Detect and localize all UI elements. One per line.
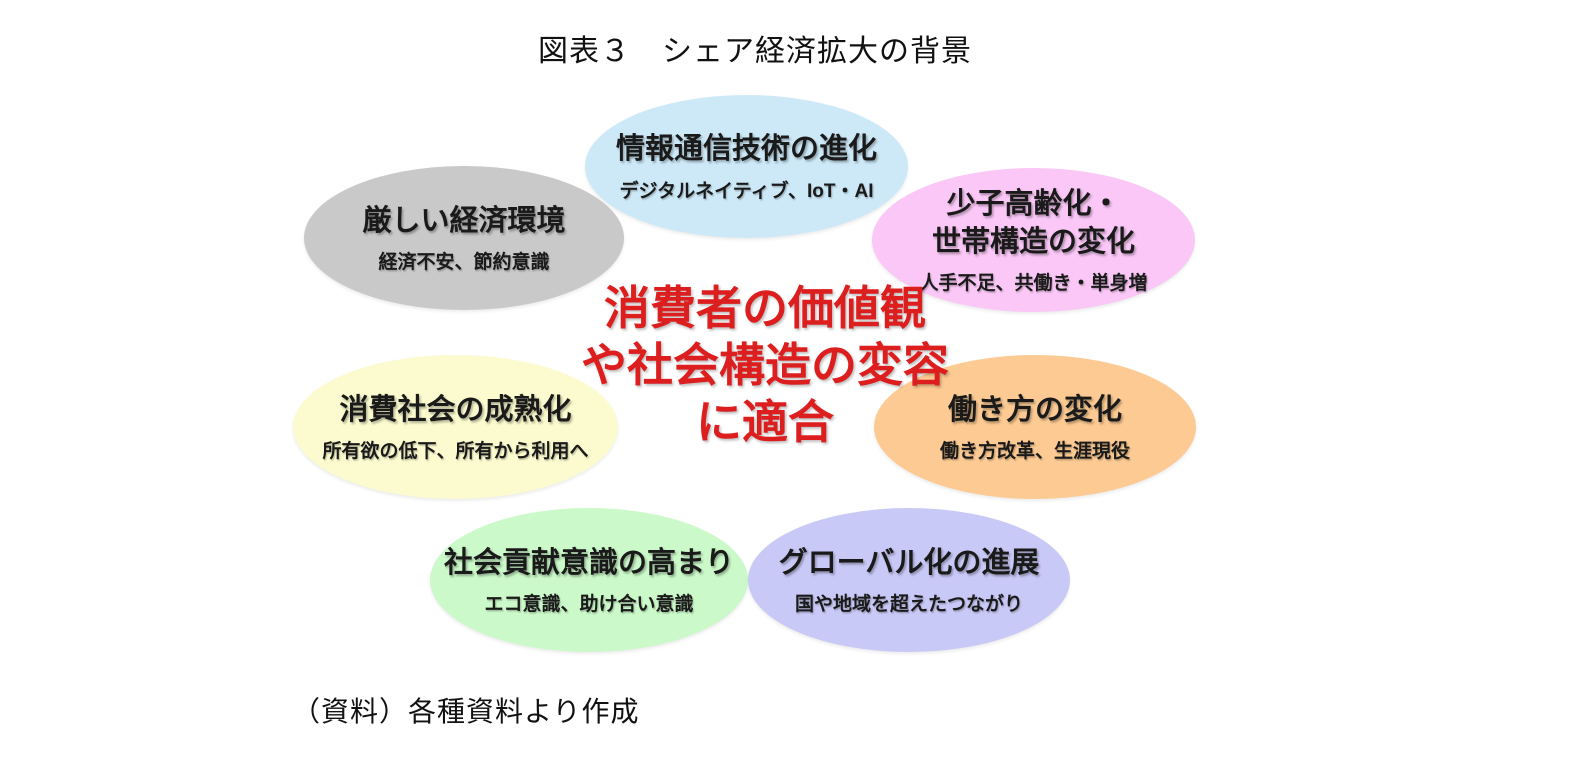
- bubble-aging-subtitle: 人手不足、共働き・単身増: [919, 273, 1148, 295]
- bubble-ict-title: 情報通信技術の進化: [615, 133, 877, 166]
- center-statement: 消費者の価値観 や社会構造の変容 に適合: [581, 282, 949, 448]
- bubble-ict-subtitle: デジタルネイティブ、IoT・AI: [619, 180, 874, 202]
- bubble-consumption-title: 消費社会の成熟化: [339, 393, 572, 426]
- bubble-workstyle: 働き方の変化 働き方改革、生涯現役: [874, 355, 1196, 499]
- source-note: （資料）各種資料より作成: [292, 697, 640, 728]
- bubble-global-subtitle: 国や地域を超えたつながり: [794, 594, 1023, 616]
- bubble-global-title: グローバル化の進展: [778, 546, 1040, 579]
- bubble-workstyle-title: 働き方の変化: [947, 393, 1122, 426]
- bubble-consumption-subtitle: 所有欲の低下、所有から利用へ: [322, 441, 589, 463]
- bubble-workstyle-subtitle: 働き方改革、生涯現役: [939, 441, 1130, 463]
- bubble-aging-title: 少子高齢化・ 世帯構造の変化: [931, 187, 1135, 258]
- figure-title: 図表３ シェア経済拡大の背景: [538, 35, 972, 68]
- bubble-aging: 少子高齢化・ 世帯構造の変化 人手不足、共働き・単身増: [872, 168, 1195, 312]
- bubble-social-subtitle: エコ意識、助け合い意識: [484, 594, 694, 616]
- bubble-economy: 厳しい経済環境 経済不安、節約意識: [304, 166, 624, 310]
- bubble-global: グローバル化の進展 国や地域を超えたつながり: [748, 508, 1070, 652]
- bubble-social: 社会貢献意識の高まり エコ意識、助け合い意識: [430, 508, 748, 652]
- bubble-social-title: 社会貢献意識の高まり: [443, 546, 734, 579]
- bubble-economy-title: 厳しい経済環境: [362, 204, 566, 237]
- bubble-economy-subtitle: 経済不安、節約意識: [378, 252, 550, 274]
- bubble-consumption: 消費社会の成熟化 所有欲の低下、所有から利用へ: [293, 355, 618, 499]
- bubble-ict: 情報通信技術の進化 デジタルネイティブ、IoT・AI: [585, 95, 908, 238]
